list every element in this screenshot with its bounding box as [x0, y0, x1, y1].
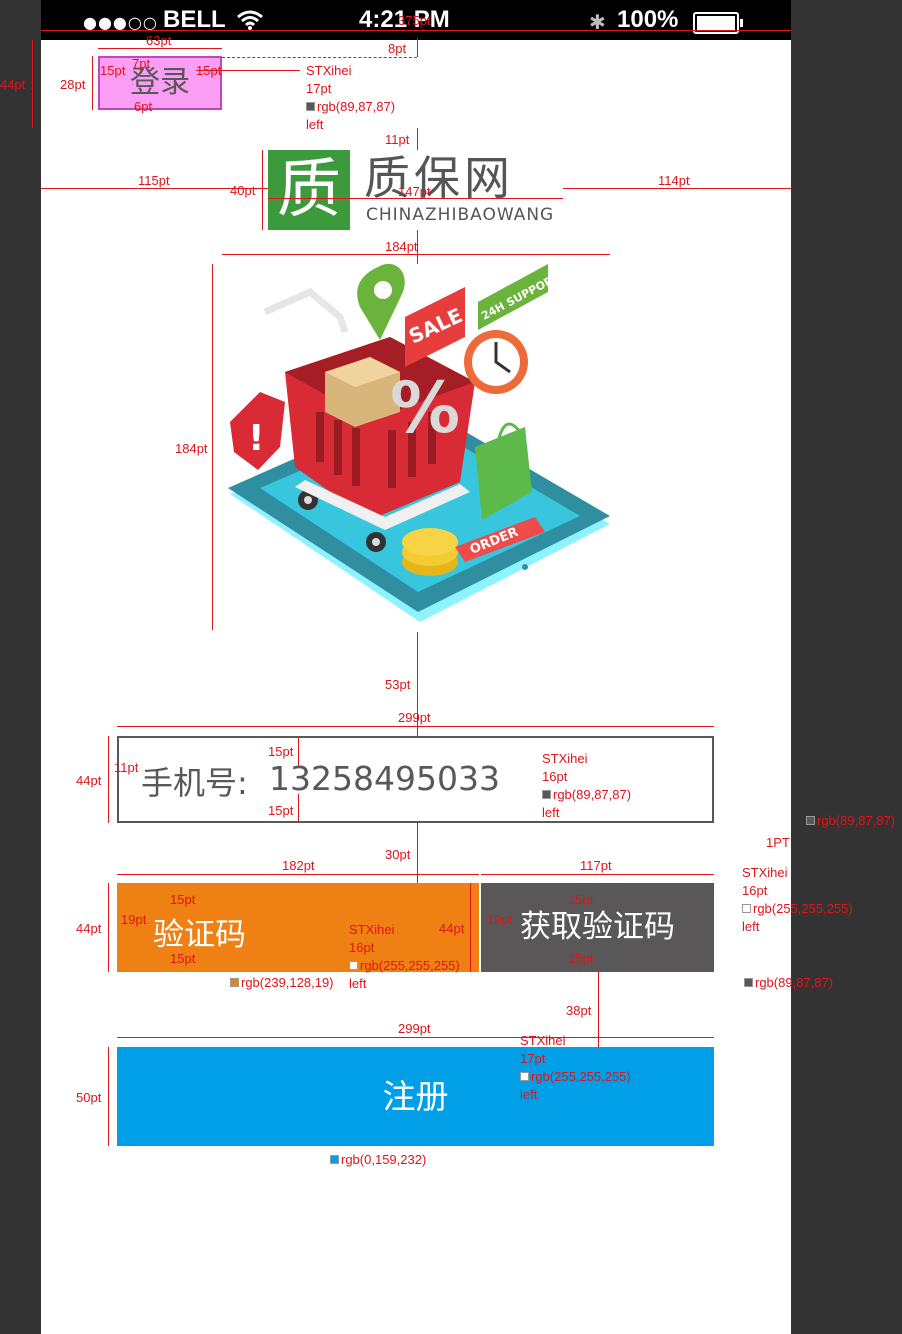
- annotation-top-gap: 8pt: [388, 41, 407, 56]
- coin-icon: [402, 528, 458, 556]
- shopping-illustration: % SALE 24H SUPPORT ! ORDER: [228, 263, 610, 622]
- annotation-code-pad-left: 19pt: [121, 912, 147, 927]
- annotation-code-size: 16pt: [349, 940, 375, 955]
- battery-percent: 100%: [617, 6, 679, 33]
- get-code-button[interactable]: 获取验证码: [481, 883, 714, 972]
- annotation-register-gap: 38pt: [566, 1003, 592, 1018]
- annotation-register-width: 299pt: [398, 1021, 431, 1036]
- annotation-code-pad-bottom: 15pt: [170, 951, 196, 966]
- annotation-logo-gap: 11pt: [385, 132, 410, 147]
- annotation-get-code-size: 16pt: [742, 883, 768, 898]
- annotation-login-color: rgb(89,87,87): [306, 98, 395, 116]
- wifi-icon: [237, 10, 263, 30]
- annotation-login-pad-right: 15pt: [196, 63, 222, 78]
- percent-sign: %: [390, 367, 460, 449]
- annotation-hero-gap: 53pt: [385, 677, 411, 692]
- annotation-register-height: 50pt: [76, 1090, 102, 1105]
- verification-code-field[interactable]: 验证码: [117, 883, 479, 972]
- annotation-register-size: 17pt: [520, 1051, 546, 1066]
- annotation-login-height: 28pt: [60, 77, 86, 92]
- annotation-get-code-pad-bottom: 15pt: [568, 951, 594, 966]
- svg-text:!: !: [248, 418, 264, 459]
- sale-sign: [405, 287, 465, 367]
- annotation-phone-pad-bottom: 15pt: [268, 803, 294, 818]
- annotation-register-color: rgb(255,255,255): [520, 1068, 631, 1086]
- annotation-logo-right: 114pt: [658, 173, 690, 188]
- annotation-login-align: left: [306, 117, 324, 132]
- annotation-code-pad-top: 15pt: [170, 892, 196, 907]
- annotation-get-code-pad-left: 19pt: [487, 912, 513, 927]
- annotation-nav-height: 44pt: [0, 77, 26, 92]
- signal-dots: ●●●○○: [83, 13, 158, 32]
- annotation-login-pad-left: 15pt: [100, 63, 126, 78]
- annotation-get-code-pad-top: 15pt: [568, 892, 594, 907]
- annotation-code-width: 182pt: [282, 858, 315, 873]
- annotation-code-height: 44pt: [76, 921, 102, 936]
- verification-code-label: 验证码: [153, 917, 246, 953]
- annotation-logo-left: 115pt: [138, 173, 170, 188]
- shield-icon: [230, 392, 285, 470]
- annotation-orange-color: rgb(239,128,19): [230, 974, 334, 992]
- annotation-register-font: STXihei: [520, 1033, 566, 1048]
- annotation-code-align: left: [349, 976, 367, 991]
- shopping-bag: [475, 427, 532, 520]
- annotation-get-code-font: STXihei: [742, 865, 788, 880]
- annotation-logo-width: 147pt: [398, 184, 431, 199]
- annotation-login-size: 17pt: [306, 81, 332, 96]
- phone-input[interactable]: [269, 752, 669, 804]
- annotation-phone-code-gap: 30pt: [385, 847, 411, 862]
- register-button[interactable]: 注册: [117, 1047, 714, 1146]
- support-banner: [478, 264, 548, 330]
- logo-chinese-text: 质保网: [364, 151, 514, 205]
- login-button[interactable]: 登录: [98, 56, 222, 110]
- annotation-phone-pad-left: 11pt: [114, 760, 139, 775]
- logo-english-text: CHINAZHIBAOWANG: [366, 205, 555, 225]
- annotation-get-code-align: left: [742, 919, 760, 934]
- status-bar: ●●●○○ BELL 4:21 PM ✱ 100%: [41, 0, 791, 40]
- annotation-gray-color: rgb(89,87,87): [744, 974, 833, 992]
- annotation-get-code-width: 117pt: [580, 858, 612, 873]
- annotation-hero-width: 184pt: [385, 239, 418, 254]
- logo-mark-icon: 质: [268, 150, 350, 230]
- annotation-phone-font: STXihei: [542, 751, 588, 766]
- annotation-phone-color: rgb(89,87,87): [542, 786, 631, 804]
- annotation-login-pad-bottom: 6pt: [134, 99, 153, 114]
- annotation-login-font: STXihei: [306, 63, 352, 78]
- annotation-border-width: 1PT: [766, 835, 790, 850]
- clock: 4:21 PM: [359, 6, 450, 33]
- bluetooth-icon: ✱: [589, 10, 606, 34]
- battery-icon: [693, 12, 743, 34]
- annotation-get-code-height: 44pt: [439, 921, 465, 936]
- annotation-phone-size: 16pt: [542, 769, 568, 784]
- annotation-code-color: rgb(255,255,255): [349, 957, 460, 975]
- annotation-hero-height: 184pt: [175, 441, 208, 456]
- map-pin-icon: [357, 263, 405, 340]
- annotation-login-width: 63pt: [146, 33, 172, 48]
- carrier-name: BELL: [163, 6, 226, 33]
- annotation-login-pad-top: 7pt: [132, 56, 151, 71]
- annotation-logo-height: 40pt: [230, 183, 256, 198]
- annotation-border-color: rgb(89,87,87): [806, 812, 895, 830]
- annotation-width-375: 375pt: [398, 13, 431, 28]
- phone-label: 手机号:: [141, 764, 248, 802]
- annotation-phone-height: 44pt: [76, 773, 102, 788]
- annotation-blue-color: rgb(0,159,232): [330, 1151, 426, 1169]
- annotation-get-code-color: rgb(255,255,255): [742, 900, 853, 918]
- annotation-phone-pad-top: 15pt: [268, 744, 294, 759]
- annotation-phone-align: left: [542, 805, 560, 820]
- order-tag: [455, 517, 545, 562]
- annotation-code-font: STXihei: [349, 922, 395, 937]
- annotation-phone-width: 299pt: [398, 710, 431, 725]
- phone-field[interactable]: 手机号:: [117, 736, 714, 823]
- annotation-register-align: left: [520, 1087, 538, 1102]
